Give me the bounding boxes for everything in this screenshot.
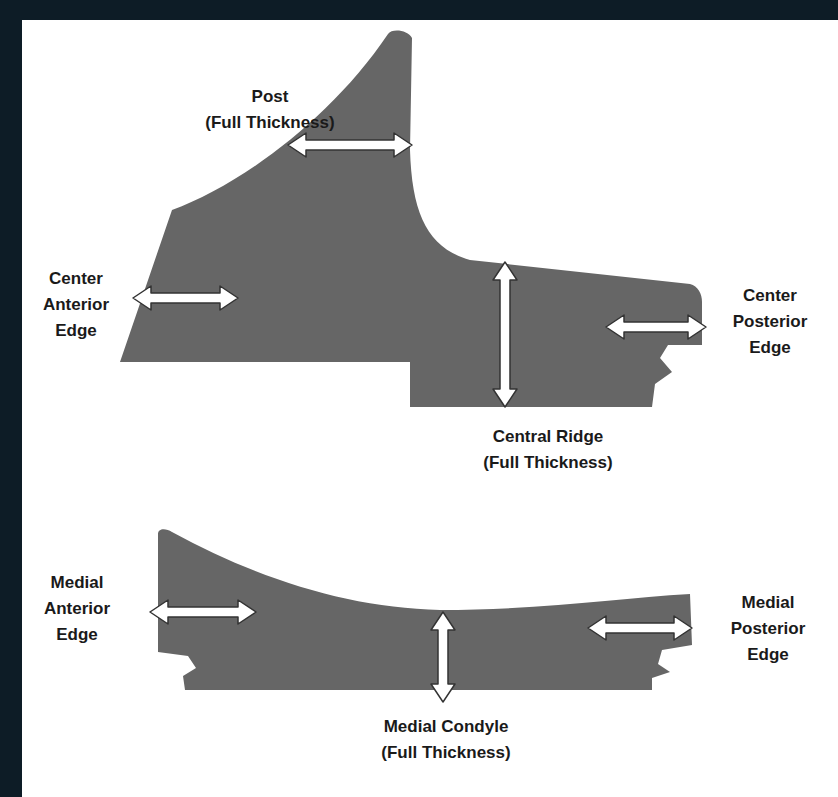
section-label: Medial Condyle (Full Thickness) [368,714,524,766]
thickness-arrow [133,286,238,310]
thickness-arrow [150,600,256,624]
section-label: Medial Anterior Edge [28,570,126,648]
section-label: Central Ridge (Full Thickness) [472,424,624,476]
section-label: Medial Posterior Edge [718,590,818,668]
thickness-arrow [288,133,412,157]
section-label: Post (Full Thickness) [195,84,345,136]
section-label: Center Anterior Edge [28,266,124,344]
thickness-arrow [493,262,517,407]
section-label: Center Posterior Edge [720,283,820,361]
center-section-profile [120,31,702,407]
thickness-arrow [431,612,455,702]
white-panel [22,20,838,797]
thickness-arrow [606,315,706,339]
thickness-arrow [588,616,692,640]
